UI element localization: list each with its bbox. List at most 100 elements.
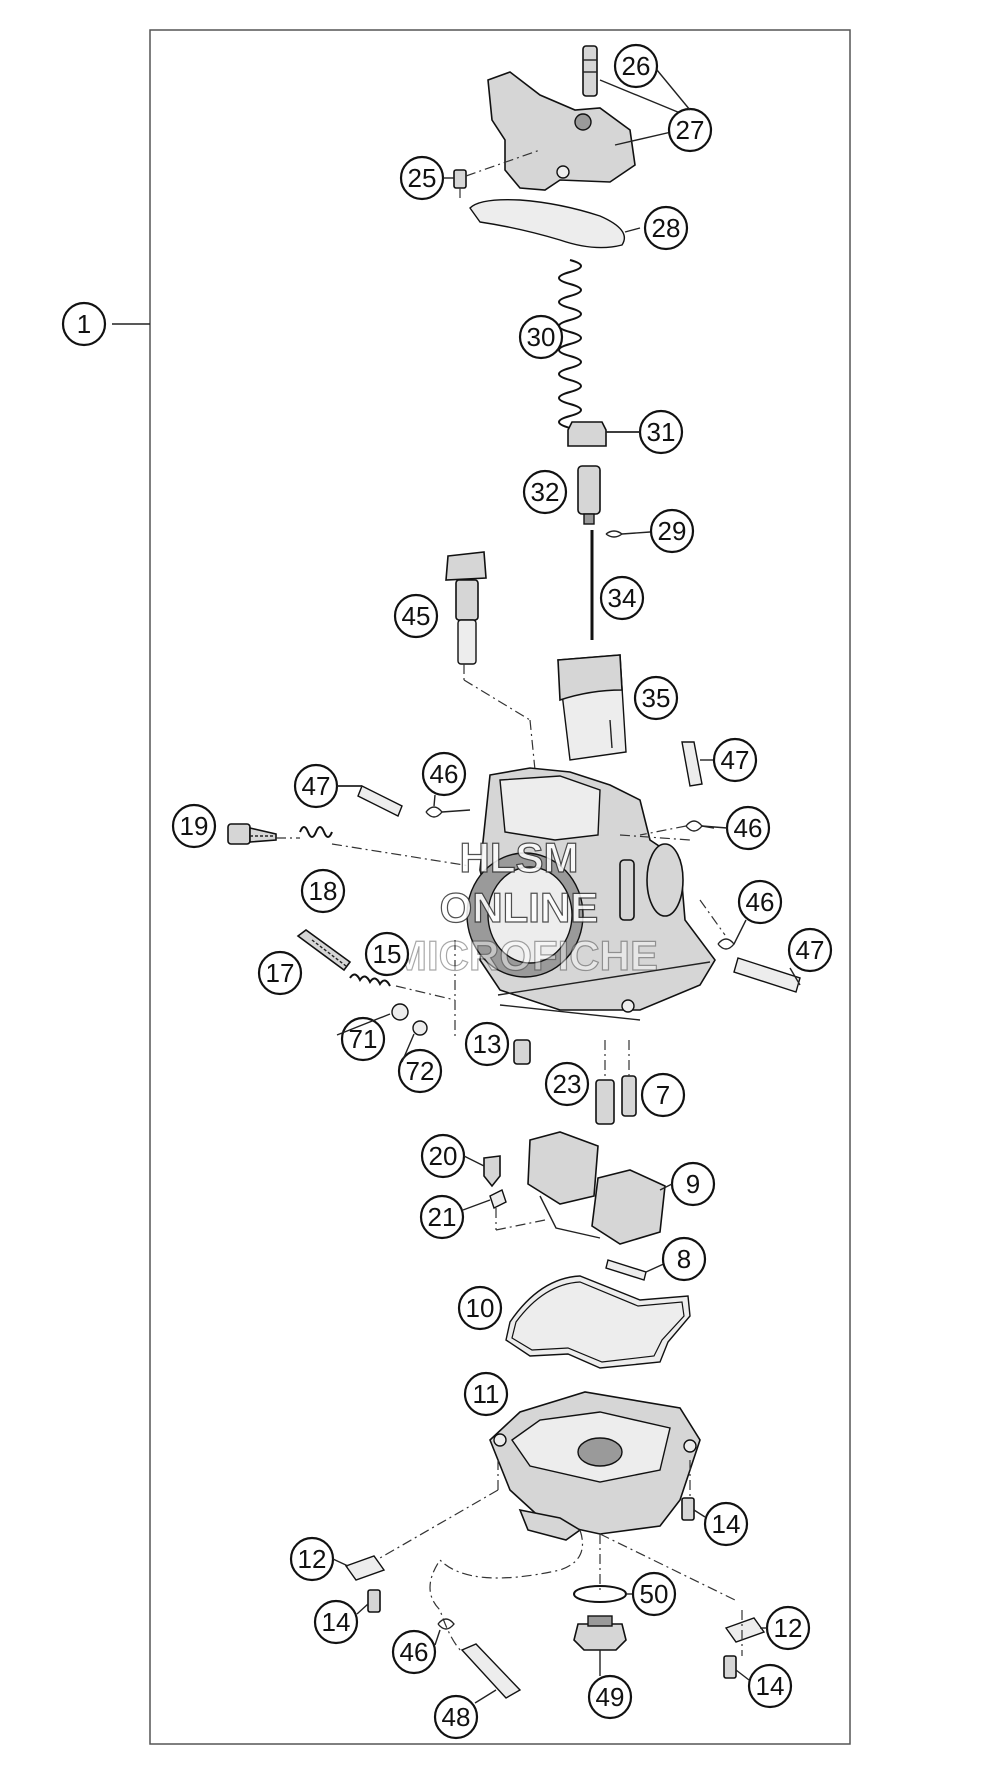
callout-29-label: 29 [658, 516, 687, 546]
callout-15-label: 15 [373, 939, 402, 969]
callout-47-lower-right-label: 47 [796, 935, 825, 965]
callout-14-bottom-right: 14 [747, 1663, 793, 1709]
callout-11: 11 [463, 1371, 509, 1417]
callout-30: 30 [518, 314, 564, 360]
callout-28-label: 28 [652, 213, 681, 243]
callout-10-label: 10 [466, 1293, 495, 1323]
callout-27: 27 [667, 107, 713, 153]
callout-46-lower-right: 46 [737, 879, 783, 925]
callout-17-label: 17 [266, 958, 295, 988]
slide-spring [558, 259, 582, 441]
callout-35: 35 [633, 675, 679, 721]
callout-21-label: 21 [428, 1202, 457, 1232]
callout-14-right-label: 14 [712, 1509, 741, 1539]
jets [513, 1039, 637, 1125]
callout-31-label: 31 [647, 417, 676, 447]
callout-47-upper-right-label: 47 [721, 745, 750, 775]
callout-25: 25 [399, 155, 445, 201]
callout-12-right-label: 12 [774, 1613, 803, 1643]
callout-27-label: 27 [676, 115, 705, 145]
callout-49-label: 49 [596, 1682, 625, 1712]
callout-14-left-label: 14 [322, 1607, 351, 1637]
callout-30-label: 30 [527, 322, 556, 352]
callout-12-left: 12 [289, 1536, 335, 1582]
needle-and-holder [567, 421, 651, 640]
callout-46-upper-left: 46 [421, 751, 467, 797]
float-bowl-gasket [505, 1275, 691, 1369]
callout-19: 19 [171, 803, 217, 849]
callout-1: 1 [61, 301, 107, 347]
callout-20: 20 [420, 1133, 466, 1179]
callout-29: 29 [649, 508, 695, 554]
callout-34: 34 [599, 575, 645, 621]
callout-1-label: 1 [77, 309, 91, 339]
callout-9-label: 9 [686, 1169, 700, 1199]
callout-46-mid-right-label: 46 [734, 813, 763, 843]
callout-46-bottom: 46 [391, 1629, 437, 1675]
callout-18-label: 18 [309, 876, 338, 906]
top-cover-assembly [453, 45, 686, 249]
drain-plug [573, 1585, 640, 1651]
callout-46-mid-right: 46 [725, 805, 771, 851]
callout-8: 8 [661, 1236, 707, 1282]
callout-23: 23 [544, 1061, 590, 1107]
callout-7-label: 7 [656, 1080, 670, 1110]
float-bowl [379, 1391, 736, 1601]
callout-26: 26 [613, 43, 659, 89]
callout-35-label: 35 [642, 683, 671, 713]
callout-47-upper-left: 47 [293, 763, 339, 809]
throttle-slide [557, 654, 627, 761]
callout-9: 9 [670, 1161, 716, 1207]
callout-47-upper-left-label: 47 [302, 771, 331, 801]
watermark: HLSM ONLINE MICROFICHE [391, 833, 658, 979]
callout-25-label: 25 [408, 163, 437, 193]
float-assembly [483, 1131, 669, 1281]
callout-19-label: 19 [180, 811, 209, 841]
bowl-fasteners [344, 1497, 766, 1679]
callout-12-right: 12 [765, 1605, 811, 1651]
starter-plunger [445, 551, 536, 771]
callout-34-label: 34 [608, 583, 637, 613]
callout-20-label: 20 [429, 1141, 458, 1171]
callout-46-upper-left-label: 46 [430, 759, 459, 789]
callout-26-label: 26 [622, 51, 651, 81]
callout-11-label: 11 [473, 1379, 500, 1409]
idle-screw-assembly [227, 823, 471, 1040]
watermark-line-2: ONLINE [440, 884, 599, 931]
callout-47-lower-right: 47 [787, 927, 833, 973]
carburetor-body [466, 767, 726, 1021]
callout-18: 18 [300, 868, 346, 914]
drain-hose [429, 1529, 584, 1699]
callout-17: 17 [257, 950, 303, 996]
callout-21: 21 [419, 1194, 465, 1240]
callout-46-bottom-label: 46 [400, 1637, 429, 1667]
callout-49: 49 [587, 1674, 633, 1720]
callout-7: 7 [640, 1072, 686, 1118]
callout-48-label: 48 [442, 1702, 471, 1732]
callout-45: 45 [393, 593, 439, 639]
callout-28: 28 [643, 205, 689, 251]
callout-72-label: 72 [406, 1056, 435, 1086]
watermark-line-1: HLSM [460, 834, 579, 881]
callout-50-label: 50 [640, 1579, 669, 1609]
callout-48: 48 [433, 1694, 479, 1740]
callout-46-lower-right-label: 46 [746, 887, 775, 917]
callout-45-label: 45 [402, 601, 431, 631]
callout-47-upper-right: 47 [712, 737, 758, 783]
callout-13: 13 [464, 1021, 510, 1067]
callout-32-label: 32 [531, 477, 560, 507]
callout-50: 50 [631, 1571, 677, 1617]
callout-14-left: 14 [313, 1599, 359, 1645]
callout-13-label: 13 [473, 1029, 502, 1059]
callout-10: 10 [457, 1285, 503, 1331]
callout-15: 15 [364, 931, 410, 977]
callout-72: 72 [397, 1048, 443, 1094]
callout-14-bottom-right-label: 14 [756, 1671, 785, 1701]
callout-8-label: 8 [677, 1244, 691, 1274]
callout-14-right: 14 [703, 1501, 749, 1547]
diagram-frame [149, 29, 851, 1745]
callout-31: 31 [638, 409, 684, 455]
callout-12-left-label: 12 [298, 1544, 327, 1574]
callout-32: 32 [522, 469, 568, 515]
